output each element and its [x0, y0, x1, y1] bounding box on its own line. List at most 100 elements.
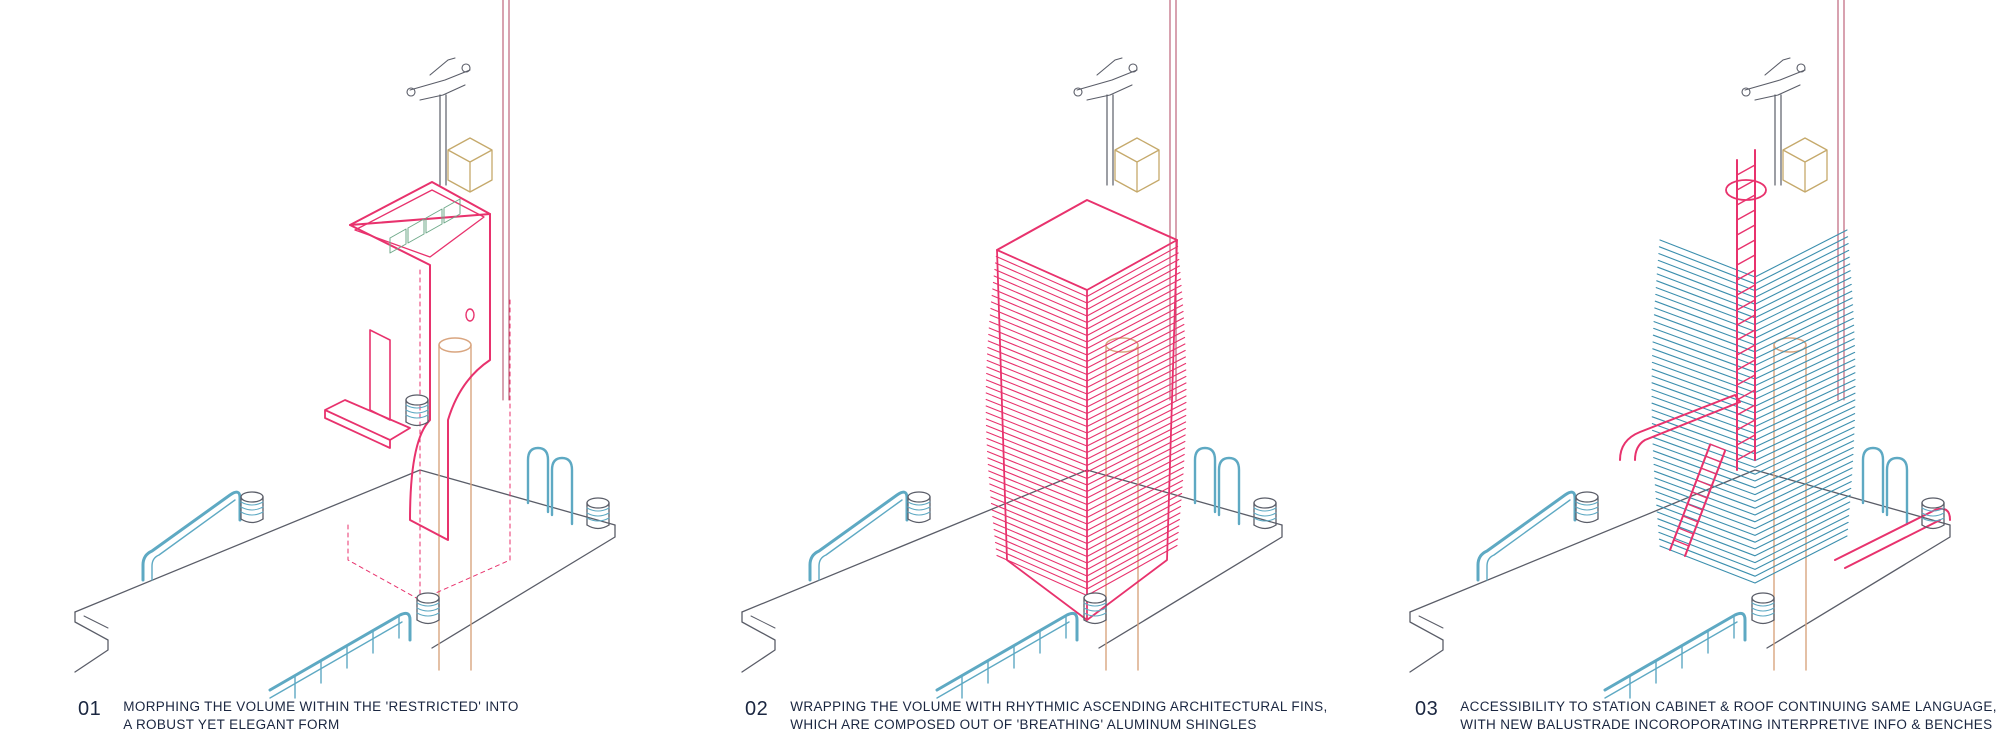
inclined-rung [1686, 503, 1704, 511]
caption-line-2: WITH NEW BALUSTRADE INCOROPORATING INTER… [1460, 717, 1993, 732]
envelope-dashed-edge [419, 269, 511, 601]
ladder-rung [1736, 359, 1756, 371]
fin-volume-top [996, 199, 1178, 251]
ladder-rung [1736, 449, 1756, 461]
bollard-base [1751, 619, 1775, 625]
bollard-band [1575, 506, 1599, 511]
platform-step-line [1418, 615, 1444, 629]
railing-front-outer [268, 611, 412, 692]
platform-top-edge [74, 469, 616, 613]
bollard-band [1575, 501, 1599, 506]
caption-number: 01 [78, 698, 102, 720]
ladder-cage-ring [1725, 179, 1767, 201]
fin [1658, 521, 1849, 570]
envelope-dashed-base [347, 524, 511, 601]
fin [1659, 229, 1848, 278]
bollard-top [1921, 497, 1945, 509]
ladder-rung [1736, 254, 1756, 266]
bollard-band [416, 607, 440, 612]
bollard-top [586, 497, 610, 509]
bollard-band [586, 517, 610, 522]
ladder-rung [1736, 239, 1756, 251]
tower-landing [324, 399, 411, 449]
fin [1656, 501, 1851, 550]
bollard-right [586, 497, 610, 530]
fin [1659, 535, 1848, 584]
inclined-rung [1682, 515, 1699, 523]
tower-outline [349, 213, 491, 541]
platform-step-line [83, 615, 109, 629]
bollard-band [1253, 512, 1277, 517]
railing-front-mid [269, 621, 403, 699]
bollard-band [907, 501, 931, 506]
caption-text: WRAPPING THE VOLUME WITH RHYTHMIC ASCEND… [790, 698, 1327, 734]
ladder-rung [1736, 389, 1756, 401]
balustrade-left [1619, 394, 1741, 461]
platform-top-edge [741, 469, 1283, 613]
bollard-right [1921, 497, 1945, 530]
bollard-band [1921, 517, 1945, 522]
railing-front-mid [1604, 621, 1738, 699]
bollard-band [416, 602, 440, 607]
bollard-band [1575, 511, 1599, 516]
fin-volume-right [1086, 239, 1178, 621]
fin-stack [985, 199, 1187, 621]
platform-front-step [741, 611, 776, 673]
bollard-body [416, 597, 440, 621]
railing-left-outer [141, 490, 242, 582]
fin [1652, 433, 1855, 482]
cabinet [1782, 137, 1828, 193]
bollard-band [240, 511, 264, 516]
mast-pole [1169, 0, 1177, 401]
railing-front-outer [1603, 611, 1747, 692]
vane-pole [1106, 94, 1114, 186]
bollard-base [405, 421, 429, 427]
ladder-rung [1736, 434, 1756, 446]
ladder-rung [1736, 269, 1756, 281]
fin [1653, 453, 1854, 502]
railing-left-inner [151, 499, 236, 581]
railings [808, 446, 1241, 699]
vane-cup [1128, 63, 1138, 73]
panel-03-drawing [1409, 0, 1951, 699]
platform [1409, 469, 1951, 673]
tower-volume [324, 181, 491, 541]
bollard-right [1253, 497, 1277, 530]
tower-roof-edge [349, 181, 491, 226]
ladder-rung [1736, 284, 1756, 296]
bollard-body [1751, 597, 1775, 621]
ladder-rung [1736, 299, 1756, 311]
fin [1658, 528, 1849, 577]
vane-pole [1774, 94, 1782, 186]
weather-vane [1741, 57, 1806, 186]
bollard-base [1083, 619, 1107, 625]
roof-panel [407, 218, 425, 244]
bollard-center [405, 394, 429, 427]
vane-cup [461, 63, 471, 73]
ladder-rail-1 [526, 446, 550, 514]
fin [1657, 515, 1850, 564]
mast [502, 0, 510, 401]
inclined-rung [1700, 467, 1717, 475]
ladder-rung [1736, 419, 1756, 431]
railing-left-outer [1476, 490, 1577, 582]
cabinet-box [1114, 137, 1160, 193]
pipe [438, 337, 472, 671]
bollard-band [405, 404, 429, 409]
cabinet-box [447, 137, 493, 193]
roof-panel [425, 208, 443, 234]
panel-02-drawing [741, 0, 1283, 699]
vane-arms [1076, 57, 1138, 101]
bollard-band [1921, 507, 1945, 512]
tower-roof-inner-edge [354, 189, 485, 258]
pipe-walls [1105, 344, 1139, 671]
balustrade-right [1834, 507, 1951, 569]
ladder-rung [1736, 224, 1756, 236]
ladder-rung [1736, 164, 1756, 176]
bollard-body [1921, 502, 1945, 526]
restricted-envelope [347, 269, 511, 601]
fin [1652, 426, 1855, 475]
fin [1653, 447, 1854, 496]
mast [1837, 0, 1845, 401]
bollard-front [1751, 592, 1775, 625]
